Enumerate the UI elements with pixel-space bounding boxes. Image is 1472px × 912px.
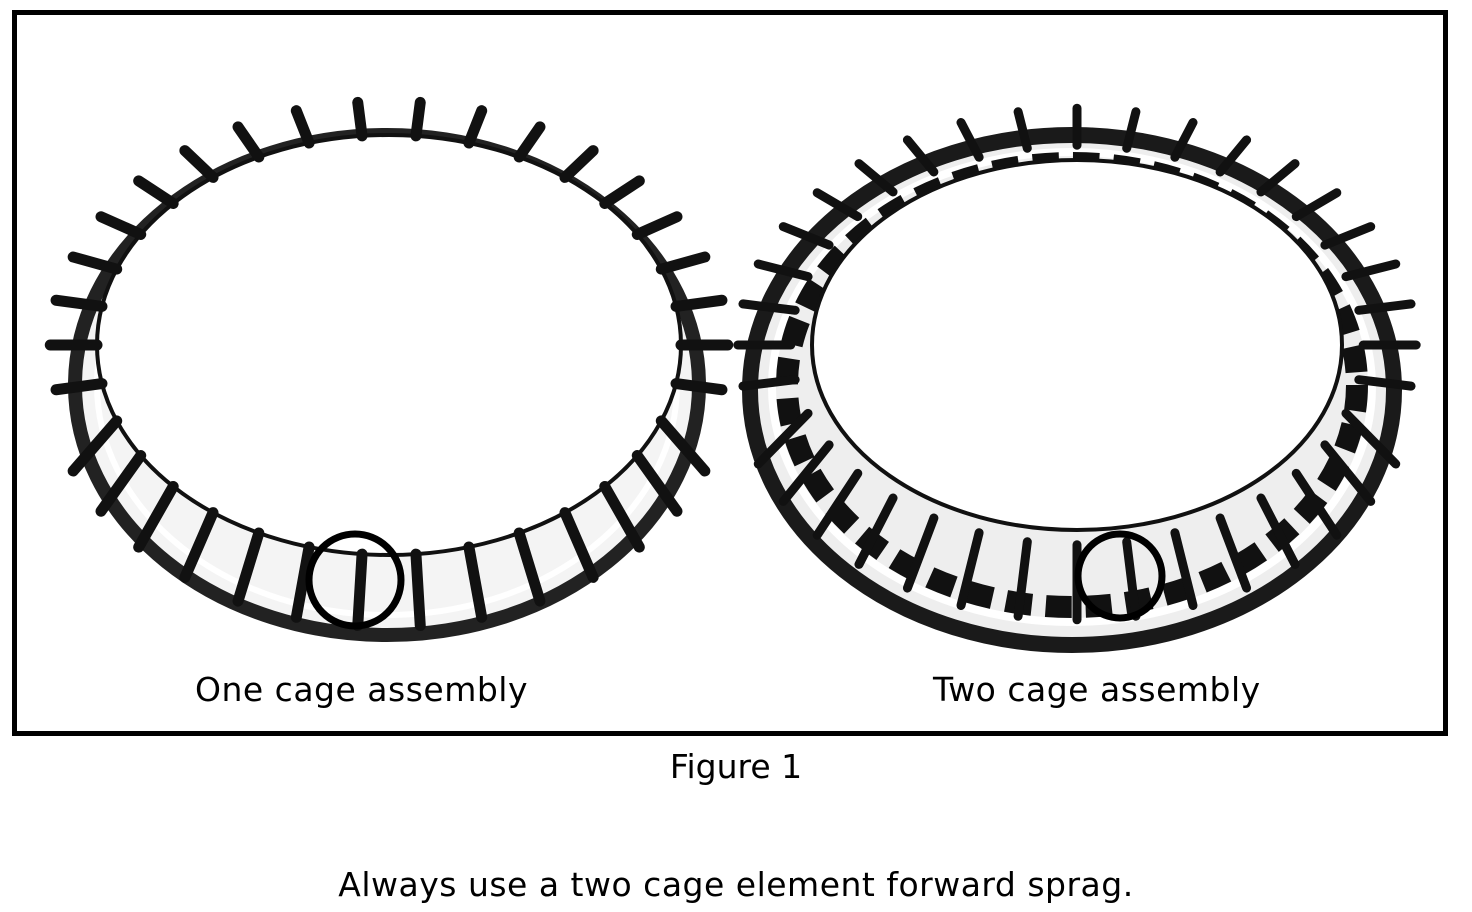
sprag-element — [1320, 222, 1376, 250]
sprag-element — [1320, 440, 1376, 506]
sprag-element — [1341, 259, 1401, 282]
sprag-element — [50, 378, 108, 396]
sprag-element — [1170, 117, 1198, 162]
sprag-element — [1354, 299, 1416, 315]
sprag-element — [655, 251, 711, 275]
sprag-element — [655, 415, 711, 477]
sprag-element — [670, 378, 728, 396]
sprag-element — [902, 513, 939, 593]
instruction-note: Always use a two cage element forward sp… — [338, 865, 1134, 904]
two-cage-sprag-illustration — [733, 103, 1421, 653]
one-cage-sprag-illustration — [44, 96, 734, 642]
one-cage-caption: One cage assembly — [195, 670, 528, 709]
sprag-element — [232, 527, 265, 607]
sprag-element — [232, 121, 265, 163]
sprag-element — [1256, 159, 1300, 197]
sprag-element — [290, 541, 315, 623]
right-highlight-circle — [1074, 530, 1166, 622]
sprag-element — [631, 450, 683, 517]
sprag-element — [410, 96, 426, 142]
sprag-element — [50, 294, 108, 312]
sprag-element — [290, 105, 315, 149]
sprag-element — [133, 175, 179, 210]
sprag-element — [133, 480, 179, 553]
sprag-element — [352, 96, 368, 142]
sprag-element — [1215, 135, 1252, 177]
sprag-element — [631, 211, 683, 240]
sprag-element — [956, 528, 984, 611]
sprag-element — [463, 105, 488, 149]
sprag-element — [778, 440, 834, 506]
sprag-element — [1013, 537, 1032, 621]
two-cage-caption: Two cage assembly — [933, 670, 1261, 709]
sprag-element — [854, 159, 898, 197]
sprag-element — [67, 251, 123, 275]
sprag-element — [179, 507, 219, 583]
sprag-element — [753, 259, 813, 282]
sprag-element — [559, 145, 599, 183]
sprag-element — [902, 135, 939, 177]
sprag-element — [352, 548, 368, 632]
sprag-element — [95, 450, 147, 517]
sprag-element — [753, 408, 813, 469]
sprag-element — [1215, 513, 1252, 593]
sprag-element — [854, 493, 898, 569]
sprag-element — [812, 188, 863, 222]
sprag-element — [1291, 188, 1342, 222]
sprag-element — [1122, 107, 1141, 153]
sprag-element — [1170, 528, 1198, 611]
figure-frame: One cage assembly Two cage assembly — [12, 10, 1448, 736]
sprag-element — [1341, 408, 1401, 469]
sprag-element — [738, 299, 800, 315]
sprag-photo — [44, 96, 1421, 653]
sprag-element — [513, 527, 546, 607]
sprag-element — [778, 222, 834, 250]
sprag-element — [1256, 493, 1300, 569]
sprag-element — [670, 294, 728, 312]
sprag-element — [559, 507, 599, 583]
sprag-element — [956, 117, 984, 162]
sprag-element — [1122, 537, 1141, 621]
sprag-element — [513, 121, 546, 163]
sprag-element — [1291, 468, 1342, 540]
sprag-element — [410, 548, 426, 632]
sprag-element — [599, 480, 645, 553]
figure-label: Figure 1 — [669, 747, 803, 786]
sprag-element — [463, 541, 488, 623]
left-highlight-circle — [305, 530, 405, 630]
sprag-element — [1013, 107, 1032, 153]
sprag-element — [812, 468, 863, 540]
sprag-element — [1354, 375, 1416, 391]
sprag-element — [95, 211, 147, 240]
sprag-element — [179, 145, 219, 183]
sprag-element — [738, 375, 800, 391]
sprag-element — [67, 415, 123, 477]
sprag-element — [599, 175, 645, 210]
